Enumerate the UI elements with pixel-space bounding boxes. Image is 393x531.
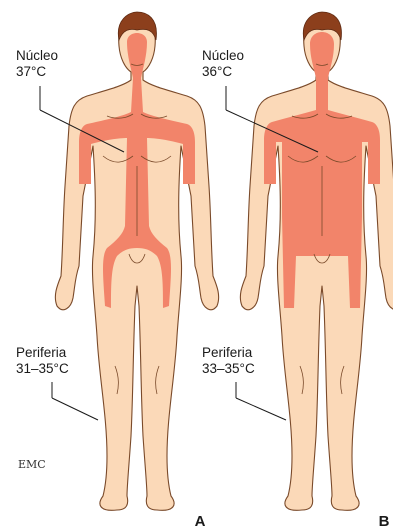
periphery-label-a: Periferia xyxy=(16,345,67,360)
panel-letter-b: B xyxy=(379,513,390,530)
publisher-logo: EMC xyxy=(18,458,46,471)
core-temp-b: 36°C xyxy=(202,64,232,79)
figure-a xyxy=(55,12,218,510)
core-label-a: Núcleo xyxy=(16,48,58,63)
figure-b xyxy=(240,12,393,510)
periphery-leader-b-diag xyxy=(236,398,286,420)
periphery-label-b: Periferia xyxy=(202,345,253,360)
panel-letter-a: A xyxy=(195,513,206,530)
core-label-b: Núcleo xyxy=(202,48,244,63)
periphery-temp-a: 31–35°C xyxy=(16,361,69,376)
periphery-leader-a-diag xyxy=(52,398,98,420)
core-temp-a: 37°C xyxy=(16,64,46,79)
periphery-temp-b: 33–35°C xyxy=(202,361,255,376)
